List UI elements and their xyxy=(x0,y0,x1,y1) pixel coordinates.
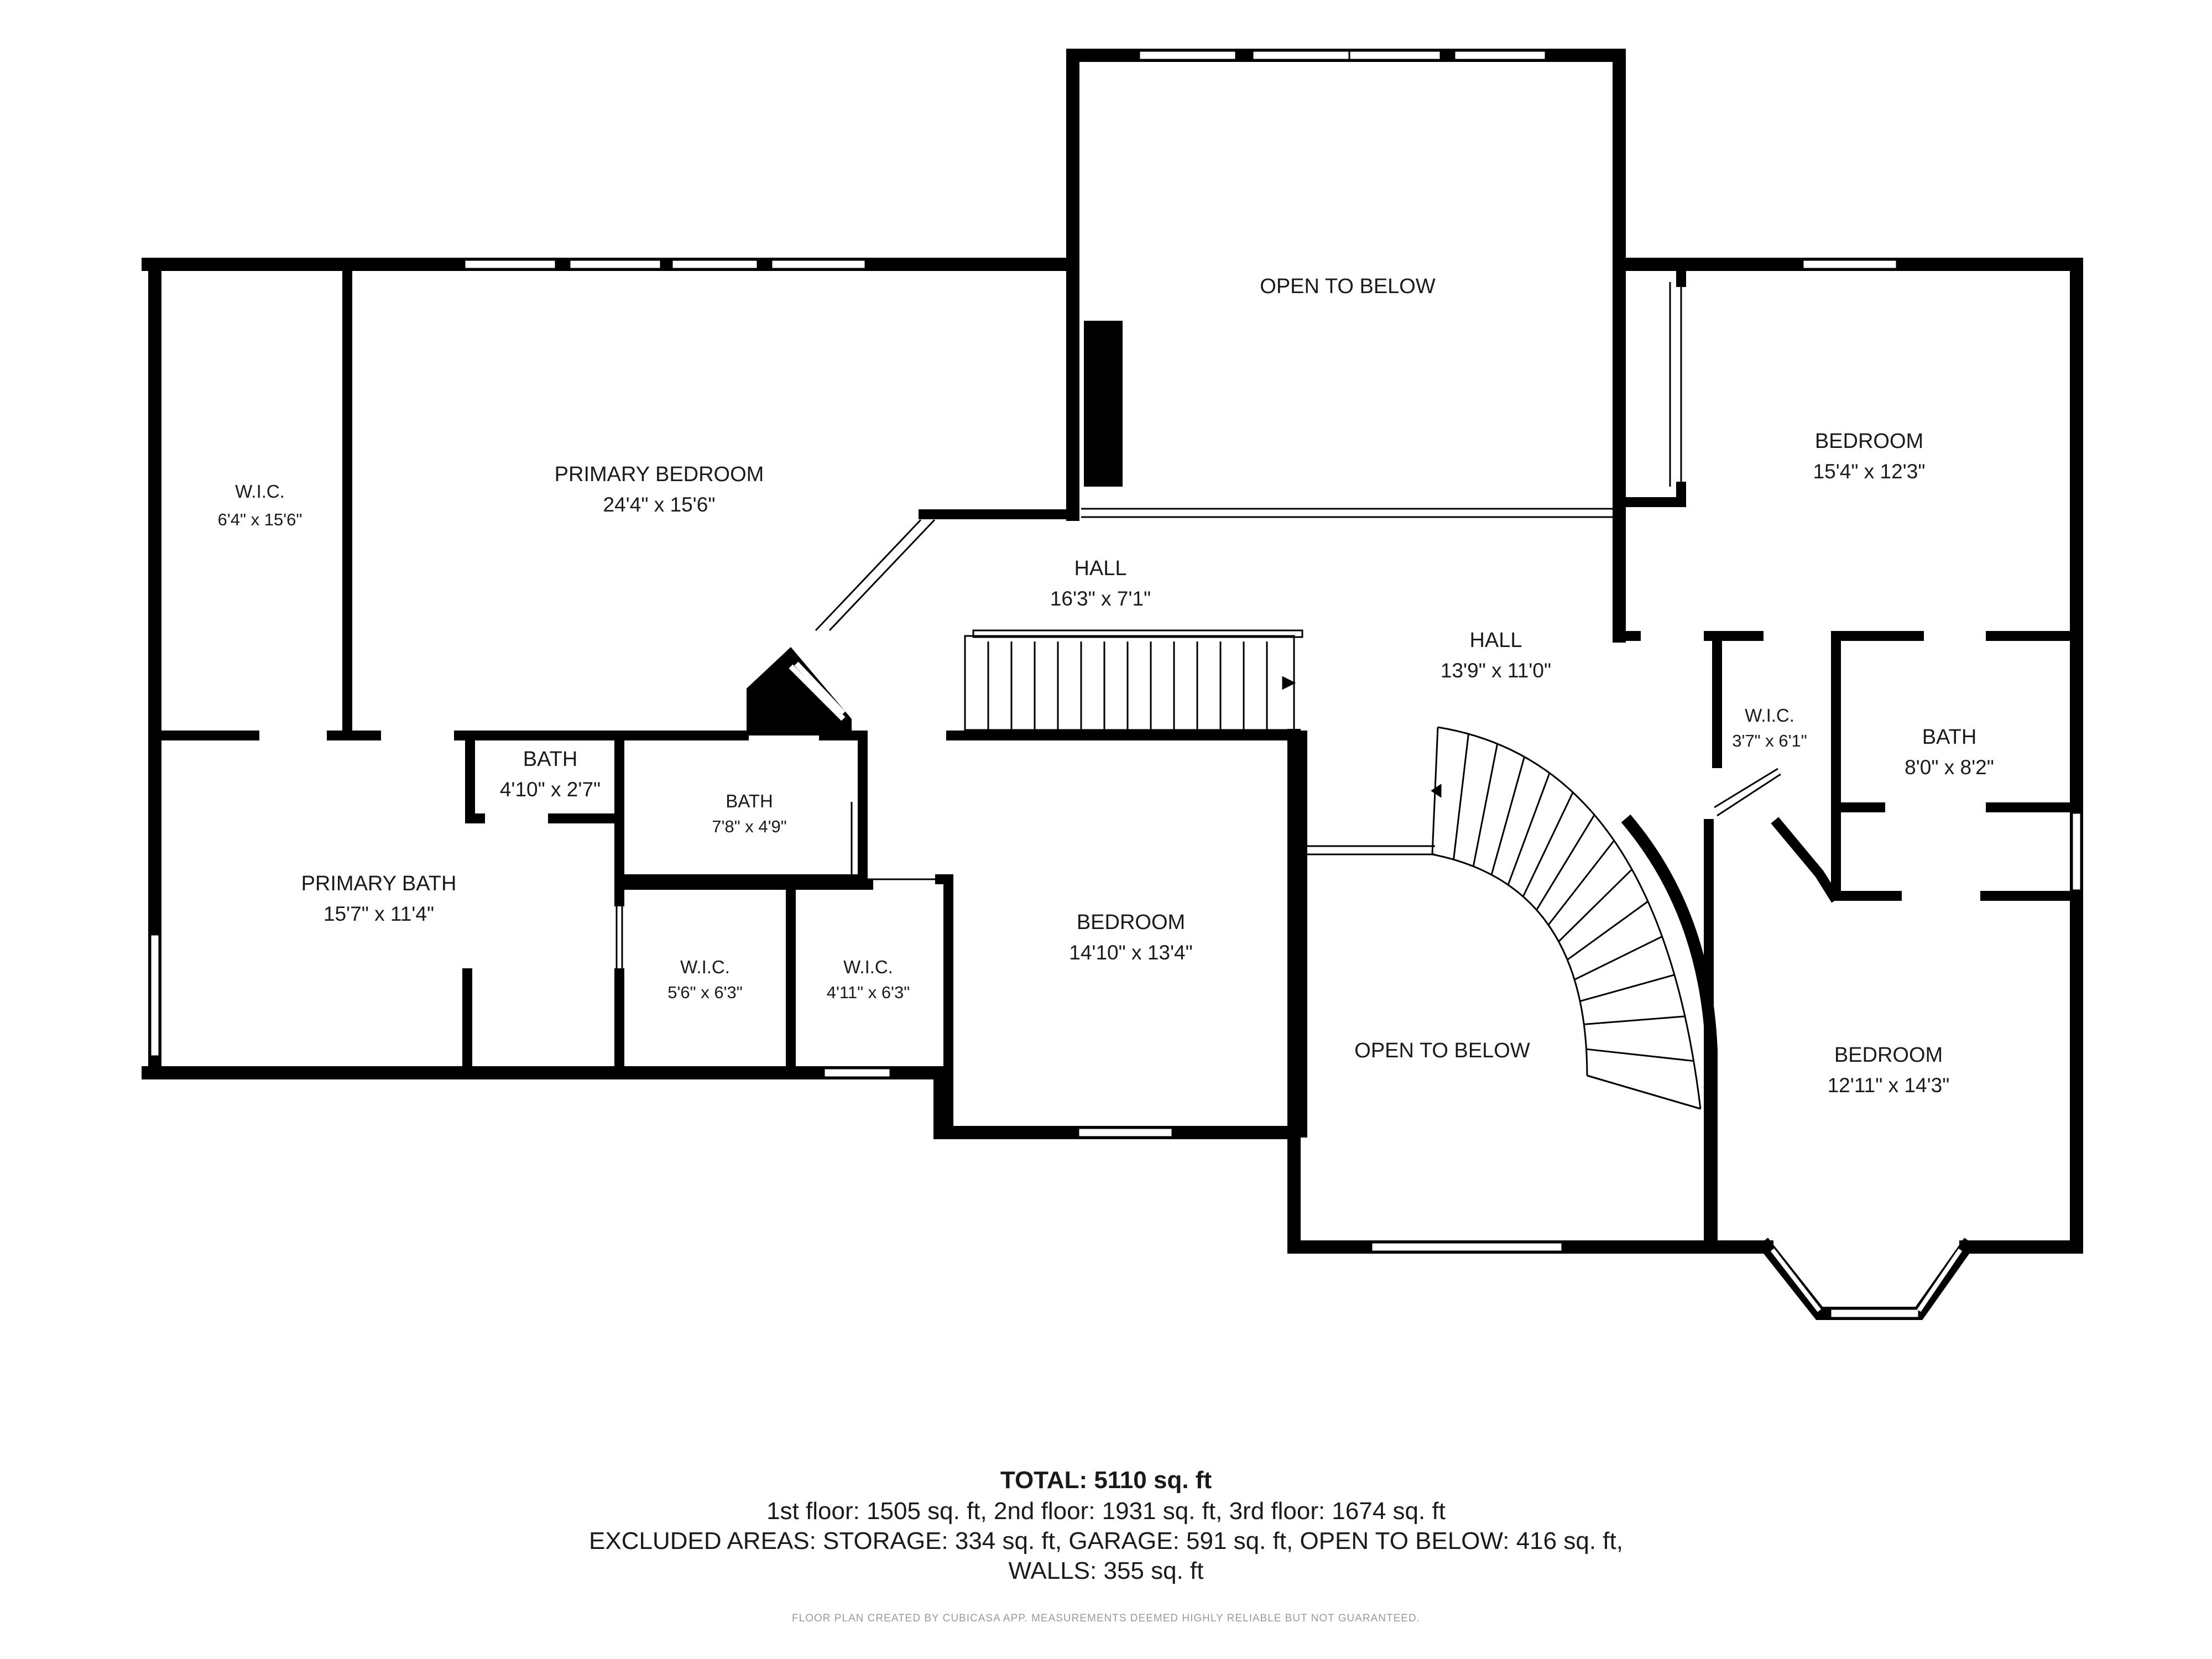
bath-right-dim: 8'0" x 8'2" xyxy=(1905,756,1994,779)
curved-stair-tread xyxy=(1579,974,1675,1002)
wic-right-dim: 3'7" x 6'1" xyxy=(1732,731,1807,750)
thin-lines xyxy=(615,282,1781,973)
hall-lower-name: HALL xyxy=(1469,629,1522,652)
walls-area: WALLS: 355 sq. ft xyxy=(1008,1557,1204,1584)
wic-a-name: W.I.C. xyxy=(680,957,730,977)
curved-stair-tread xyxy=(1507,773,1551,885)
total-area: TOTAL: 5110 sq. ft xyxy=(1000,1467,1212,1494)
primary-bedroom-dim: 24'4" x 15'6" xyxy=(603,493,716,516)
open-to-below-top: OPEN TO BELOW xyxy=(1260,275,1436,298)
curved-stair-tread xyxy=(1567,900,1648,961)
bedroom-se-name: BEDROOM xyxy=(1834,1044,1943,1067)
open-to-below-bottom: OPEN TO BELOW xyxy=(1354,1039,1530,1062)
bath-right-name: BATH xyxy=(1922,726,1977,749)
bedroom-center-dim: 14'10" x 13'4" xyxy=(1069,941,1193,964)
excluded-areas: EXCLUDED AREAS: STORAGE: 334 sq. ft, GAR… xyxy=(589,1527,1623,1554)
primary-bath-dim: 15'7" x 11'4" xyxy=(324,902,434,925)
wic-right-name: W.I.C. xyxy=(1745,705,1794,726)
wall-column xyxy=(747,647,852,735)
curved-stair-tread xyxy=(1586,1048,1694,1062)
curved-stair-tread xyxy=(1522,792,1574,897)
curved-stair-tread xyxy=(1536,814,1595,911)
credit-note: FLOOR PLAN CREATED BY CUBICASA APP. MEAS… xyxy=(792,1613,1420,1624)
curved-stair-tread xyxy=(1584,1015,1686,1025)
bedroom-se-dim: 12'11" x 14'3" xyxy=(1828,1074,1950,1097)
bedroom-ne-dim: 15'4" x 12'3" xyxy=(1813,460,1926,483)
hall-upper-name: HALL xyxy=(1074,557,1126,580)
wic-left-name: W.I.C. xyxy=(235,481,285,502)
fireplace xyxy=(1084,321,1123,487)
hall-lower-dim: 13'9" x 11'0" xyxy=(1441,659,1551,682)
interior-walls xyxy=(150,266,2081,1252)
primary-bedroom-name: PRIMARY BEDROOM xyxy=(555,463,764,486)
wic-b-dim: 4'11" x 6'3" xyxy=(827,983,910,1002)
curved-stair-tread xyxy=(1453,733,1469,860)
curved-stair-tread xyxy=(1472,743,1499,867)
exterior-walls xyxy=(142,49,2083,1320)
hall-upper-dim: 16'3" x 7'1" xyxy=(1050,587,1151,610)
bath-mid-name: BATH xyxy=(726,791,773,811)
wic-b-name: W.I.C. xyxy=(843,957,893,977)
bedroom-center-name: BEDROOM xyxy=(1077,911,1185,934)
curved-stair-tread xyxy=(1574,936,1663,980)
bath-mid-dim: 7'8" x 4'9" xyxy=(712,817,787,836)
bath-small-name: BATH xyxy=(523,748,578,771)
wic-left-dim: 6'4" x 15'6" xyxy=(218,510,302,529)
floor-plan: W.I.C. 6'4" x 15'6" PRIMARY BEDROOM 24'4… xyxy=(142,49,2083,1320)
curved-stair-tread xyxy=(1547,840,1615,926)
curved-stair-tread xyxy=(1587,1074,1701,1110)
curved-stair-tread xyxy=(1490,757,1525,875)
straight-stairs xyxy=(964,629,1303,731)
curved-stair-wall xyxy=(1621,814,1718,1250)
windows xyxy=(149,50,2082,1319)
room-labels: W.I.C. 6'4" x 15'6" PRIMARY BEDROOM 24'4… xyxy=(218,275,1994,1097)
curved-stairs xyxy=(1431,726,1702,1110)
bedroom-ne-name: BEDROOM xyxy=(1815,430,1923,453)
curved-stair-tread xyxy=(1558,869,1633,942)
floor-areas: 1st floor: 1505 sq. ft, 2nd floor: 1931 … xyxy=(766,1498,1446,1525)
bath-small-dim: 4'10" x 2'7" xyxy=(500,778,601,801)
primary-bath-name: PRIMARY BATH xyxy=(301,872,457,895)
wic-a-dim: 5'6" x 6'3" xyxy=(667,983,743,1002)
